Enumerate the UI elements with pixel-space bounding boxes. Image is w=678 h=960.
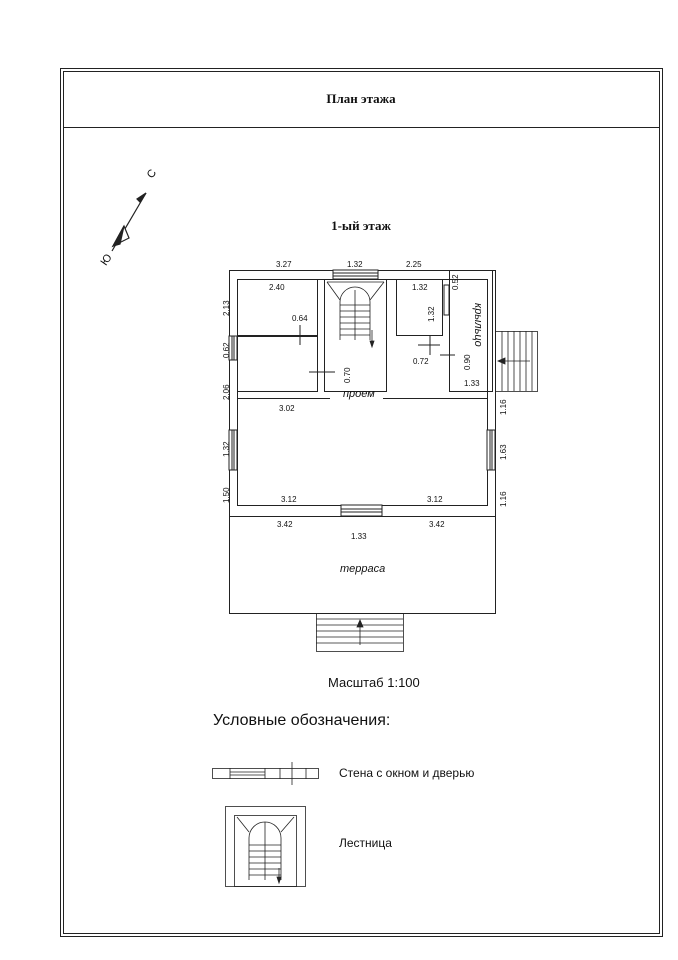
dim-label: 2.25	[406, 260, 422, 269]
dim-label: 1.16	[499, 399, 508, 415]
dim-label: 0.72	[413, 357, 429, 366]
terrace-label: терраса	[340, 563, 386, 575]
dim-label: 3.42	[429, 520, 445, 529]
inner-frame	[63, 71, 660, 934]
dim-label: 0.70	[343, 367, 352, 383]
dim-label: 3.02	[279, 404, 295, 413]
dim-label: 2.13	[222, 300, 231, 316]
dim-label: 0.62	[222, 342, 231, 358]
porch-label: крыльцо	[472, 303, 484, 347]
dim-label: 3.27	[276, 260, 292, 269]
dim-label: 1.32	[412, 283, 428, 292]
dim-label: 1.32	[222, 441, 231, 457]
dim-label: 2.40	[269, 283, 285, 292]
staircase-icon	[326, 281, 385, 349]
dim-label: 1.32	[427, 306, 436, 322]
legend-item-stairs: Лестница	[339, 836, 392, 850]
dim-label: 1.33	[464, 379, 480, 388]
dim-label: 1.50	[222, 487, 231, 503]
dim-label: 3.12	[281, 495, 297, 504]
legend-heading: Условные обозначения:	[213, 712, 391, 729]
dim-label: 0.52	[451, 274, 460, 290]
opening-label: проем	[343, 388, 375, 400]
floor-title: 1-ый этаж	[331, 218, 391, 233]
terrace-steps	[316, 613, 404, 652]
dim-label: 0.64	[292, 314, 308, 323]
dim-label: 2.06	[222, 384, 231, 400]
dim-label: 3.12	[427, 495, 443, 504]
dim-label: 3.42	[277, 520, 293, 529]
dim-label: 1.33	[351, 532, 367, 541]
legend-item-wall: Стена с окном и дверью	[339, 766, 475, 780]
wall-window-door-icon	[212, 762, 319, 785]
scale-label: Масштаб 1:100	[328, 675, 420, 690]
dim-label: 1.63	[499, 444, 508, 460]
legend-staircase-icon	[225, 806, 306, 887]
dim-label: 1.16	[499, 491, 508, 507]
building-walls	[228, 269, 496, 614]
page-title: План этажа	[326, 91, 396, 106]
porch-steps	[495, 331, 538, 392]
outer-frame	[60, 68, 663, 937]
dim-label: 0.90	[463, 354, 472, 370]
dim-label: 1.32	[347, 260, 363, 269]
compass-icon	[111, 192, 147, 252]
